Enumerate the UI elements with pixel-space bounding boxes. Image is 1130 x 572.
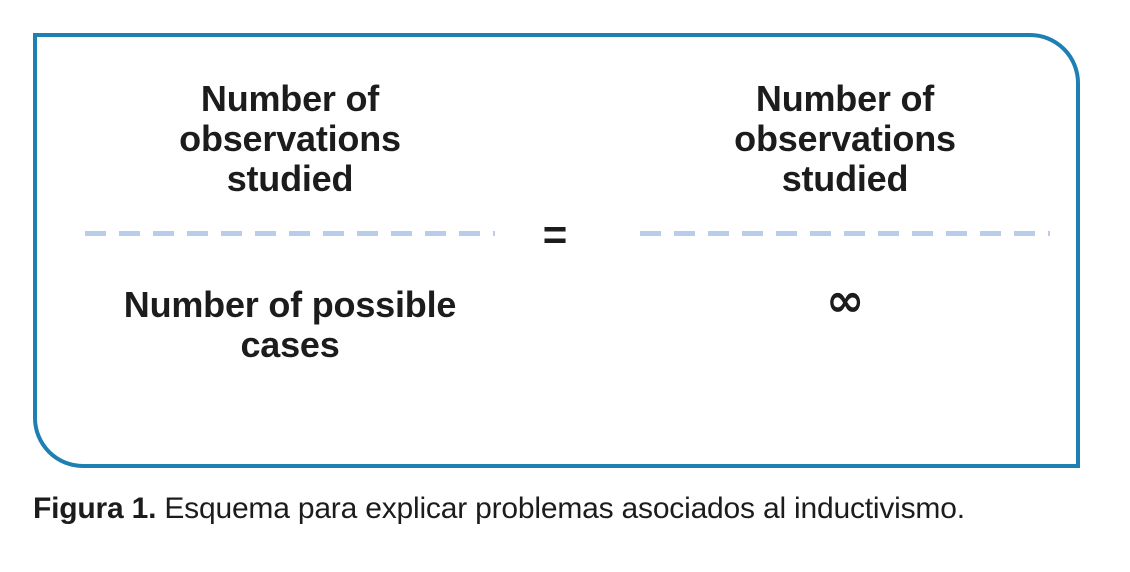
fraction-right-divider-dashed-line bbox=[640, 231, 1050, 236]
diagram-box: Number of observations studied Number of… bbox=[33, 33, 1080, 468]
figure-caption-text: Esquema para explicar problemas asociado… bbox=[156, 492, 965, 525]
equals-sign: = bbox=[542, 211, 568, 258]
fraction-right: Number of observations studied ∞ bbox=[640, 37, 1050, 328]
fraction-left-divider-dashed-line bbox=[85, 231, 495, 236]
fraction-left: Number of observations studied Number of… bbox=[85, 37, 495, 365]
diagram-box-content: Number of observations studied Number of… bbox=[37, 37, 1076, 464]
fraction-left-denominator: Number of possible cases bbox=[123, 284, 457, 365]
infinity-symbol: ∞ bbox=[825, 273, 865, 327]
figure-caption: Figura 1. Esquema para explicar problema… bbox=[33, 490, 1113, 528]
figure-caption-label: Figura 1. bbox=[33, 492, 157, 525]
fraction-right-numerator: Number of observations studied bbox=[734, 78, 956, 199]
fraction-left-numerator: Number of observations studied bbox=[179, 78, 401, 199]
